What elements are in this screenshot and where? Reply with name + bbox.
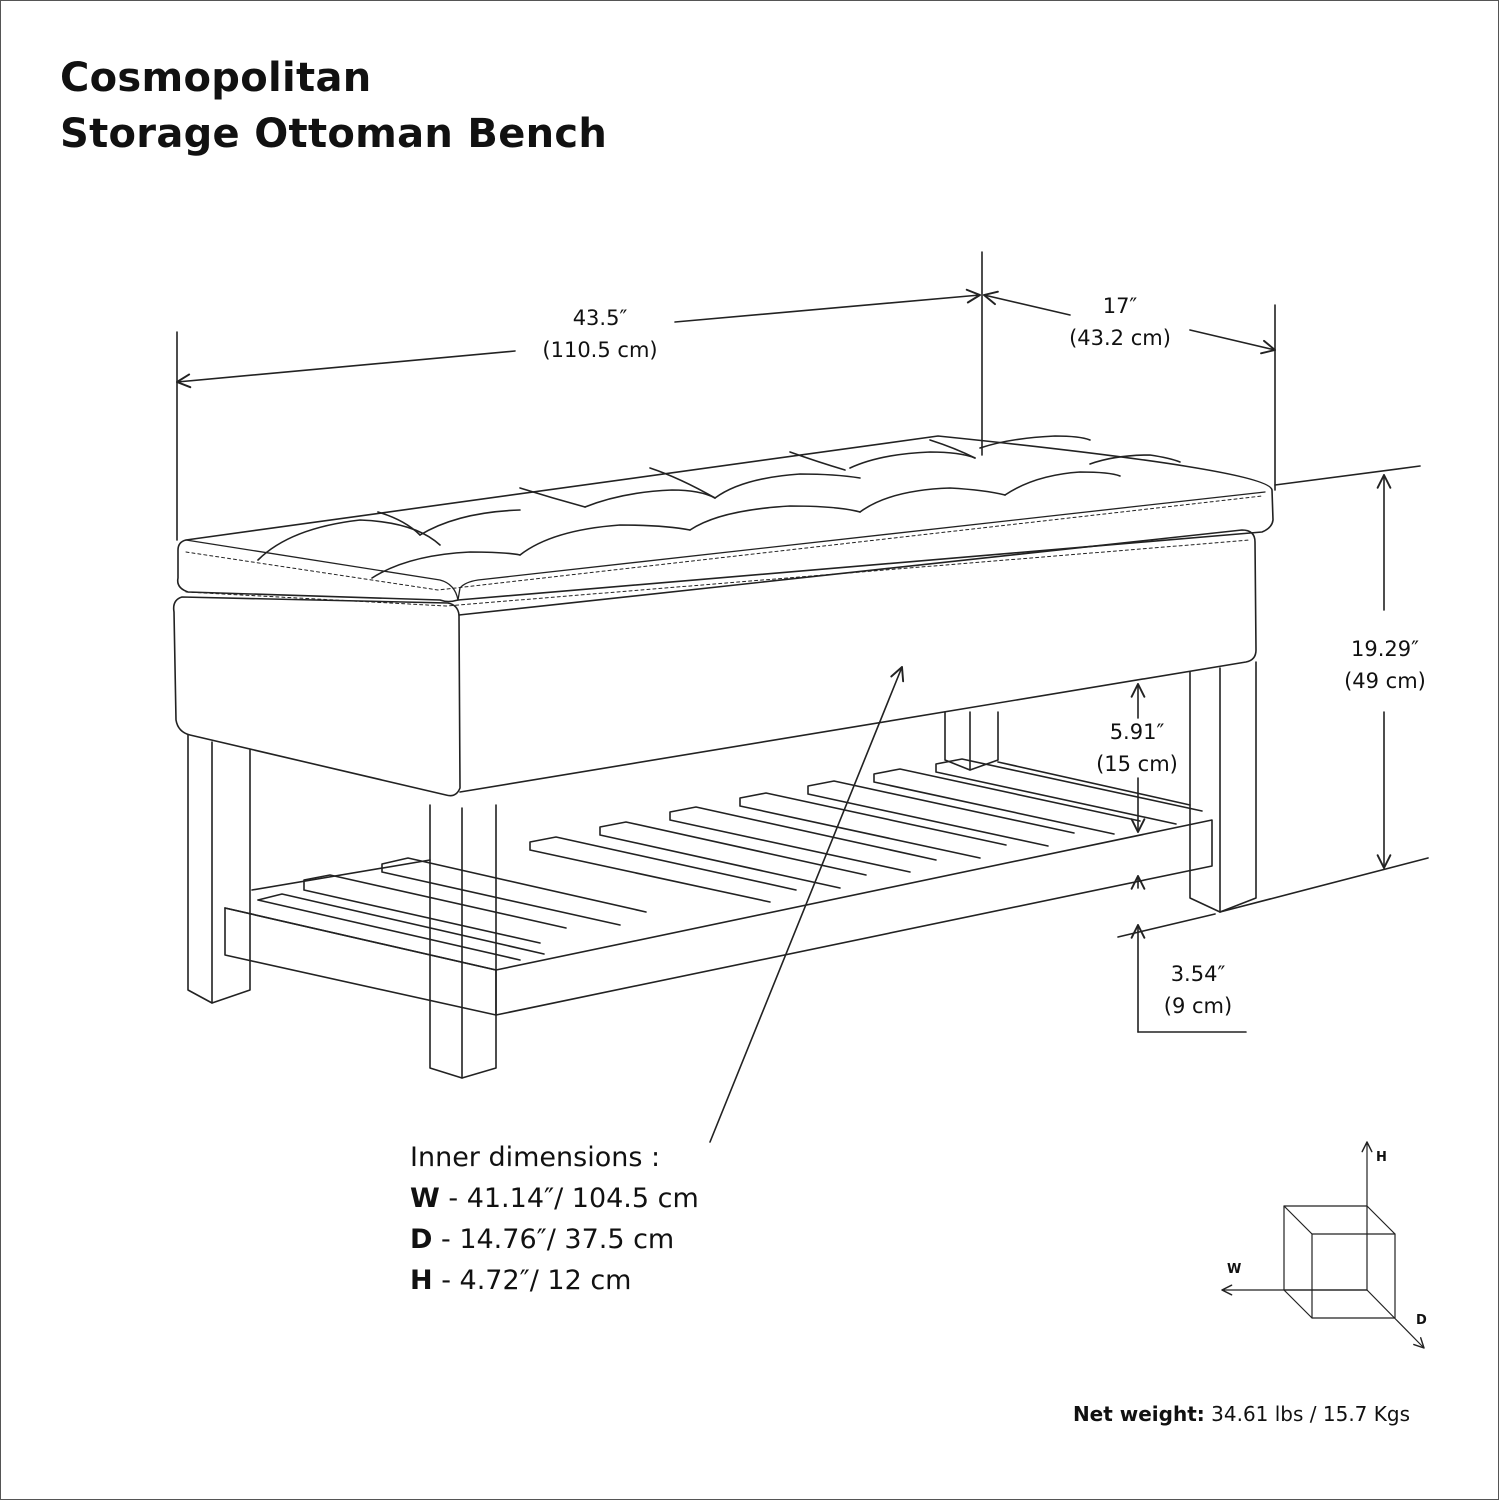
clearance-label: 5.91″ (15 cm) — [1082, 716, 1192, 780]
inner-width-row: W - 41.14″/ 104.5 cm — [410, 1178, 699, 1219]
bench-legs — [187, 661, 1257, 1079]
clearance-cm: (15 cm) — [1096, 752, 1178, 776]
height-label: 19.29″ (49 cm) — [1325, 633, 1445, 697]
product-title: Cosmopolitan Storage Ottoman Bench — [60, 50, 607, 162]
height-dimension-line — [1219, 465, 1429, 913]
shelf-height-inches: 3.54″ — [1170, 962, 1226, 986]
width-inches: 43.5″ — [572, 306, 628, 330]
net-weight-label: Net weight: — [1072, 1402, 1205, 1426]
axis-w-label: W — [1227, 1262, 1242, 1277]
depth-label: 17″ (43.2 cm) — [1060, 290, 1180, 354]
cushion-lid — [176, 435, 1274, 607]
title-line-1: Cosmopolitan — [60, 55, 372, 101]
shelf-frame — [224, 761, 1213, 1016]
depth-cm: (43.2 cm) — [1069, 326, 1171, 350]
shelf-height-dimension-line — [1130, 924, 1247, 1033]
inner-width-value: - 41.14″/ 104.5 cm — [439, 1183, 699, 1214]
inner-depth-key: D — [410, 1224, 433, 1255]
depth-dimension-line — [983, 290, 1276, 491]
height-cm: (49 cm) — [1344, 669, 1426, 693]
width-label: 43.5″ (110.5 cm) — [535, 302, 665, 366]
net-weight-value: 34.61 lbs / 15.7 Kgs — [1204, 1402, 1410, 1426]
inner-height-row: H - 4.72″/ 12 cm — [410, 1260, 699, 1301]
inner-dimensions: Inner dimensions : W - 41.14″/ 104.5 cm … — [410, 1137, 699, 1301]
net-weight: Net weight: 34.61 lbs / 15.7 Kgs — [1073, 1402, 1410, 1426]
clearance-inches: 5.91″ — [1109, 720, 1165, 744]
inner-depth-row: D - 14.76″/ 37.5 cm — [410, 1219, 699, 1260]
axis-d-label: D — [1416, 1313, 1427, 1328]
inner-heading: Inner dimensions : — [410, 1142, 661, 1173]
title-line-2: Storage Ottoman Bench — [60, 111, 608, 157]
axis-h-label: H — [1376, 1150, 1387, 1165]
shelf-height-cm: (9 cm) — [1163, 994, 1233, 1018]
inner-width-key: W — [410, 1183, 440, 1214]
storage-box — [172, 529, 1257, 797]
depth-inches: 17″ — [1102, 294, 1138, 318]
shelf-slats — [257, 758, 1203, 961]
axis-cube — [1221, 1141, 1425, 1349]
shelf-height-label: 3.54″ (9 cm) — [1148, 958, 1248, 1022]
width-cm: (110.5 cm) — [542, 338, 658, 362]
width-dimension-line — [176, 251, 983, 541]
inner-depth-value: - 14.76″/ 37.5 cm — [432, 1224, 675, 1255]
inner-height-value: - 4.72″/ 12 cm — [432, 1265, 632, 1296]
height-inches: 19.29″ — [1351, 637, 1419, 661]
inner-height-key: H — [410, 1265, 433, 1296]
